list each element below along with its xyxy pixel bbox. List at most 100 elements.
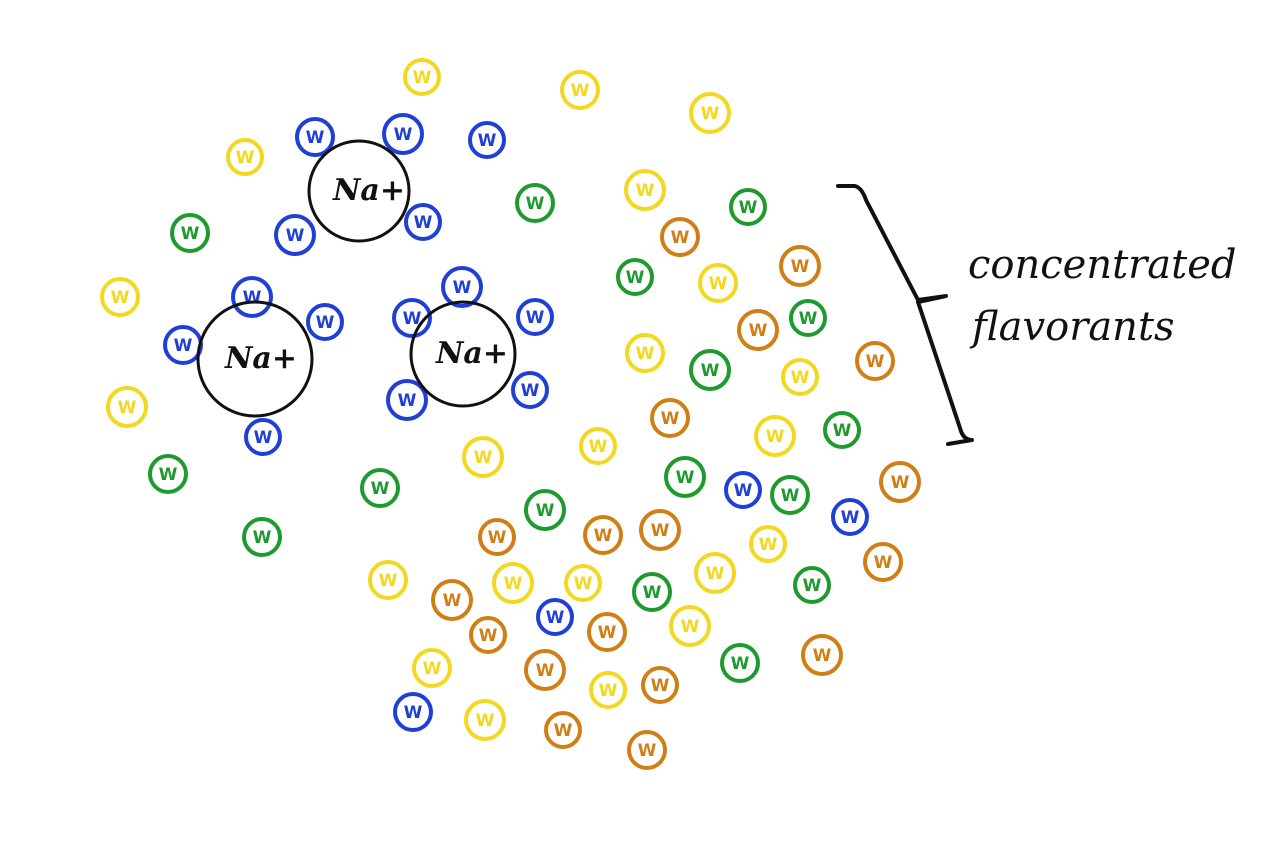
molecule-glyph: W: [791, 368, 810, 388]
molecule-glyph: W: [253, 528, 272, 548]
molecule-glyph: W: [488, 528, 507, 548]
molecule-circle: [754, 415, 796, 457]
blue-flavor-molecule: W: [831, 498, 869, 536]
molecule-circle: [749, 525, 787, 563]
blue-flavor-molecule: W: [163, 325, 203, 365]
bracket: [836, 184, 974, 446]
green-flavor-molecule: W: [170, 213, 210, 253]
molecule-glyph: W: [181, 224, 200, 244]
molecule-glyph: W: [766, 427, 785, 447]
molecule-circle: [660, 217, 700, 257]
yellow-flavor-molecule: W: [560, 70, 600, 110]
molecule-glyph: W: [651, 676, 670, 696]
molecule-glyph: W: [638, 741, 657, 761]
orange-flavor-molecule: W: [737, 309, 779, 351]
molecule-glyph: W: [479, 626, 498, 646]
blue-flavor-molecule: W: [231, 276, 273, 318]
sodium-ion-1: Na+: [307, 139, 411, 243]
molecule-circle: [306, 303, 344, 341]
yellow-flavor-molecule: W: [106, 386, 148, 428]
molecule-circle: [625, 333, 665, 373]
molecule-circle: [231, 276, 273, 318]
molecule-circle: [632, 572, 672, 612]
orange-flavor-molecule: W: [583, 515, 623, 555]
molecule-circle: [669, 605, 711, 647]
orange-flavor-molecule: W: [478, 518, 516, 556]
blue-flavor-molecule: W: [516, 298, 554, 336]
molecule-circle: [274, 214, 316, 256]
green-flavor-molecule: W: [689, 349, 731, 391]
molecule-glyph: W: [474, 448, 493, 468]
blue-flavor-molecule: W: [404, 203, 442, 241]
green-flavor-molecule: W: [720, 643, 760, 683]
molecule-glyph: W: [731, 654, 750, 674]
molecule-glyph: W: [554, 721, 573, 741]
yellow-flavor-molecule: W: [368, 560, 408, 600]
molecule-glyph: W: [651, 521, 670, 541]
orange-flavor-molecule: W: [544, 711, 582, 749]
annotation-line-2: flavorants: [969, 304, 1175, 350]
molecule-glyph: W: [536, 501, 555, 521]
green-flavor-molecule: W: [242, 517, 282, 557]
molecule-glyph: W: [709, 274, 728, 294]
molecule-glyph: W: [636, 344, 655, 364]
molecule-circle: [106, 386, 148, 428]
orange-flavor-molecule: W: [431, 579, 473, 621]
molecule-glyph: W: [671, 228, 690, 248]
yellow-flavor-molecule: W: [564, 564, 602, 602]
molecule-circle: [823, 411, 861, 449]
molecule-circle: [516, 298, 554, 336]
molecule-glyph: W: [781, 486, 800, 506]
orange-flavor-molecule: W: [524, 649, 566, 691]
molecule-glyph: W: [526, 308, 545, 328]
molecule-glyph: W: [749, 321, 768, 341]
orange-flavor-molecule: W: [660, 217, 700, 257]
molecule-glyph: W: [478, 131, 497, 151]
molecule-circle: [639, 509, 681, 551]
molecule-glyph: W: [316, 313, 335, 333]
orange-flavor-molecule: W: [879, 461, 921, 503]
molecule-circle: [469, 616, 507, 654]
molecule-glyph: W: [453, 278, 472, 298]
yellow-flavor-molecule: W: [403, 58, 441, 96]
molecule-circle: [368, 560, 408, 600]
molecule-glyph: W: [159, 465, 178, 485]
blue-flavor-molecule: W: [441, 266, 483, 308]
molecule-layer: W W W W W W W W W W W W W W W W W W W W W W W W W W W W W W W W W W W W W W W W…: [100, 58, 921, 770]
green-flavor-molecule: W: [789, 299, 827, 337]
molecule-circle: [694, 552, 736, 594]
molecule-circle: [779, 245, 821, 287]
orange-flavor-molecule: W: [627, 730, 667, 770]
molecule-glyph: W: [286, 226, 305, 246]
orange-flavor-molecule: W: [863, 542, 903, 582]
yellow-flavor-molecule: W: [624, 169, 666, 211]
yellow-flavor-molecule: W: [698, 263, 738, 303]
blue-flavor-molecule: W: [511, 371, 549, 409]
green-flavor-molecule: W: [770, 475, 810, 515]
orange-flavor-molecule: W: [779, 245, 821, 287]
molecule-glyph: W: [589, 437, 608, 457]
molecule-circle: [431, 579, 473, 621]
molecule-circle: [100, 277, 140, 317]
molecule-circle: [627, 730, 667, 770]
green-flavor-molecule: W: [616, 258, 654, 296]
molecule-circle: [831, 498, 869, 536]
molecule-glyph: W: [174, 336, 193, 356]
molecule-circle: [793, 566, 831, 604]
molecule-circle: [244, 418, 282, 456]
ion-circle: [307, 139, 411, 243]
green-flavor-molecule: W: [515, 183, 555, 223]
molecule-circle: [412, 648, 452, 688]
molecule-glyph: W: [759, 535, 778, 555]
molecule-glyph: W: [414, 213, 433, 233]
molecule-circle: [729, 188, 767, 226]
molecule-glyph: W: [701, 361, 720, 381]
green-flavor-molecule: W: [360, 468, 400, 508]
molecule-glyph: W: [443, 591, 462, 611]
molecule-circle: [170, 213, 210, 253]
molecule-circle: [404, 203, 442, 241]
molecule-glyph: W: [661, 409, 680, 429]
molecule-circle: [879, 461, 921, 503]
molecule-circle: [515, 183, 555, 223]
orange-flavor-molecule: W: [801, 634, 843, 676]
